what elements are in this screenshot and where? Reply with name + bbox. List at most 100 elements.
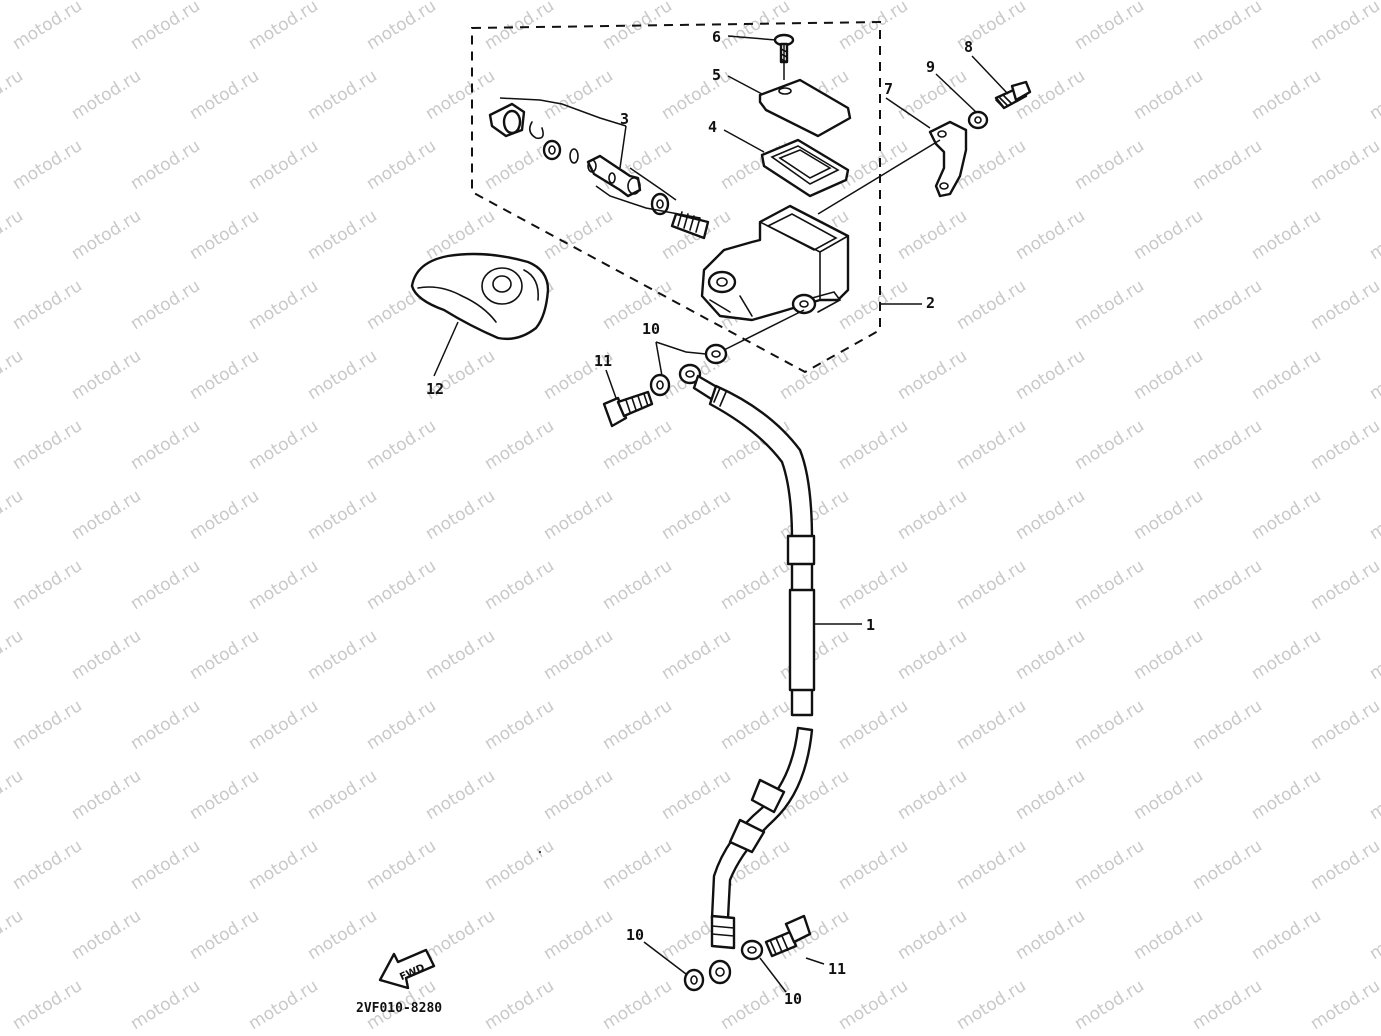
watermark-text: motod.ru xyxy=(0,766,27,824)
watermark-text: motod.ru xyxy=(1071,836,1148,894)
watermark-text: motod.ru xyxy=(599,836,676,894)
watermark-text: motod.ru xyxy=(0,346,27,404)
watermark-text: motod.ru xyxy=(1012,766,1089,824)
watermark-text: motod.ru xyxy=(835,136,912,194)
lever-cover-part-12 xyxy=(410,252,550,341)
watermark-text: motod.ru xyxy=(1248,66,1325,124)
watermark-text: motod.ru xyxy=(127,0,204,54)
watermark-text: motod.ru xyxy=(1248,626,1325,684)
watermark-text: motod.ru xyxy=(1130,486,1207,544)
callout-label: 11 xyxy=(594,352,612,370)
callout-label: 4 xyxy=(708,118,717,136)
brake-hose-part-1 xyxy=(678,363,816,985)
watermark-text: motod.ru xyxy=(835,0,912,54)
watermark-text: motod.ru xyxy=(599,276,676,334)
watermark-text: motod.ru xyxy=(68,626,145,684)
piston-kit-part-3 xyxy=(488,102,710,240)
watermark-text: motod.ru xyxy=(599,696,676,754)
watermark-text: motod.ru xyxy=(422,766,499,824)
watermark-text: motod.ru xyxy=(953,556,1030,614)
callout-label: 3 xyxy=(620,110,629,128)
watermark-text: motod.ru xyxy=(68,766,145,824)
watermark-text: motod.ru xyxy=(9,556,86,614)
watermark-text: motod.ru xyxy=(9,0,86,54)
watermark-text: motod.ru xyxy=(1366,206,1381,264)
watermark-text: motod.ru xyxy=(304,346,381,404)
watermark-text: motod.ru xyxy=(1189,836,1266,894)
watermark-text: motod.ru xyxy=(363,416,440,474)
watermark-text: motod.ru xyxy=(1130,766,1207,824)
watermark-text: motod.ru xyxy=(9,276,86,334)
watermark-text: motod.ru xyxy=(481,556,558,614)
callout-label: 11 xyxy=(828,960,846,978)
watermark-text: motod.ru xyxy=(717,556,794,614)
callout-label: 8 xyxy=(964,38,973,56)
watermark-text: motod.ru xyxy=(1130,346,1207,404)
watermark-text: motod.ru xyxy=(186,626,263,684)
callout-label: 5 xyxy=(712,66,721,84)
watermark-text: motod.ru xyxy=(127,136,204,194)
watermark-text: motod.ru xyxy=(9,836,86,894)
watermark-text: motod.ru xyxy=(245,0,322,54)
washer-part-10-upper-b xyxy=(704,343,728,365)
callout-labels: 6 5 4 3 7 9 8 2 10 11 12 1 10 11 10 xyxy=(426,28,973,1008)
callout-label: 2 xyxy=(926,294,935,312)
watermark-text: motod.ru xyxy=(127,696,204,754)
watermark-text: motod.ru xyxy=(1189,976,1266,1034)
reservoir-cap-part-5 xyxy=(758,78,852,138)
watermark-text: motod.ru xyxy=(363,136,440,194)
watermark-text: motod.ru xyxy=(481,696,558,754)
watermark-text: motod.ru xyxy=(0,206,27,264)
watermark-text: motod.ru xyxy=(127,556,204,614)
watermark-text: motod.ru xyxy=(835,836,912,894)
watermark-text: motod.ru xyxy=(245,836,322,894)
watermark-text: motod.ru xyxy=(1307,836,1381,894)
callout-label: 1 xyxy=(866,616,875,634)
watermark-text: motod.ru xyxy=(540,486,617,544)
watermark-text: motod.ru xyxy=(1307,136,1381,194)
watermark-text: motod.ru xyxy=(1248,346,1325,404)
watermark-text: motod.ru xyxy=(1130,626,1207,684)
watermark-text: motod.ru xyxy=(1307,976,1381,1034)
master-cylinder-part-2 xyxy=(700,204,850,322)
watermark-text: motod.ru xyxy=(1130,906,1207,964)
watermark-text: motod.ru xyxy=(1366,346,1381,404)
watermark-text: motod.ru xyxy=(0,626,27,684)
watermark-text: motod.ru xyxy=(658,766,735,824)
watermark-text: motod.ru xyxy=(1189,416,1266,474)
watermark-text: motod.ru xyxy=(1071,276,1148,334)
callout-label: 10 xyxy=(784,990,802,1008)
watermark-text: motod.ru xyxy=(304,486,381,544)
watermark-text: motod.ru xyxy=(599,0,676,54)
watermark-text: motod.ru xyxy=(9,416,86,474)
watermark-text: motod.ru xyxy=(304,906,381,964)
watermark-text: motod.ru xyxy=(658,626,735,684)
watermark-text: motod.ru xyxy=(245,976,322,1034)
watermark-text: motod.ru xyxy=(1307,416,1381,474)
watermark-text: motod.ru xyxy=(1248,486,1325,544)
watermark-text: motod.ru xyxy=(1189,276,1266,334)
watermark-text: motod.ru xyxy=(1366,486,1381,544)
watermark-text: motod.ru xyxy=(422,626,499,684)
watermark-text: motod.ru xyxy=(481,416,558,474)
watermark-text: motod.ru xyxy=(540,766,617,824)
watermark-text: motod.ru xyxy=(1012,906,1089,964)
watermark-text: motod.ru xyxy=(717,696,794,754)
watermark-text: motod.ru xyxy=(953,976,1030,1034)
watermark-text: motod.ru xyxy=(304,766,381,824)
watermark-text: motod.ru xyxy=(658,486,735,544)
watermark-text: motod.ru xyxy=(894,766,971,824)
watermark-text: motod.ru xyxy=(0,66,27,124)
watermark-text: motod.ru xyxy=(835,556,912,614)
stray-dot xyxy=(539,851,541,853)
watermark-text: motod.ru xyxy=(245,416,322,474)
leader-lines xyxy=(433,35,1009,993)
watermark-text: motod.ru xyxy=(1071,136,1148,194)
watermark-text: motod.ru xyxy=(422,486,499,544)
watermark-text: motod.ru xyxy=(776,346,853,404)
watermark-text: motod.ru xyxy=(894,486,971,544)
watermark-text: motod.ru xyxy=(540,906,617,964)
watermark-text: motod.ru xyxy=(186,346,263,404)
